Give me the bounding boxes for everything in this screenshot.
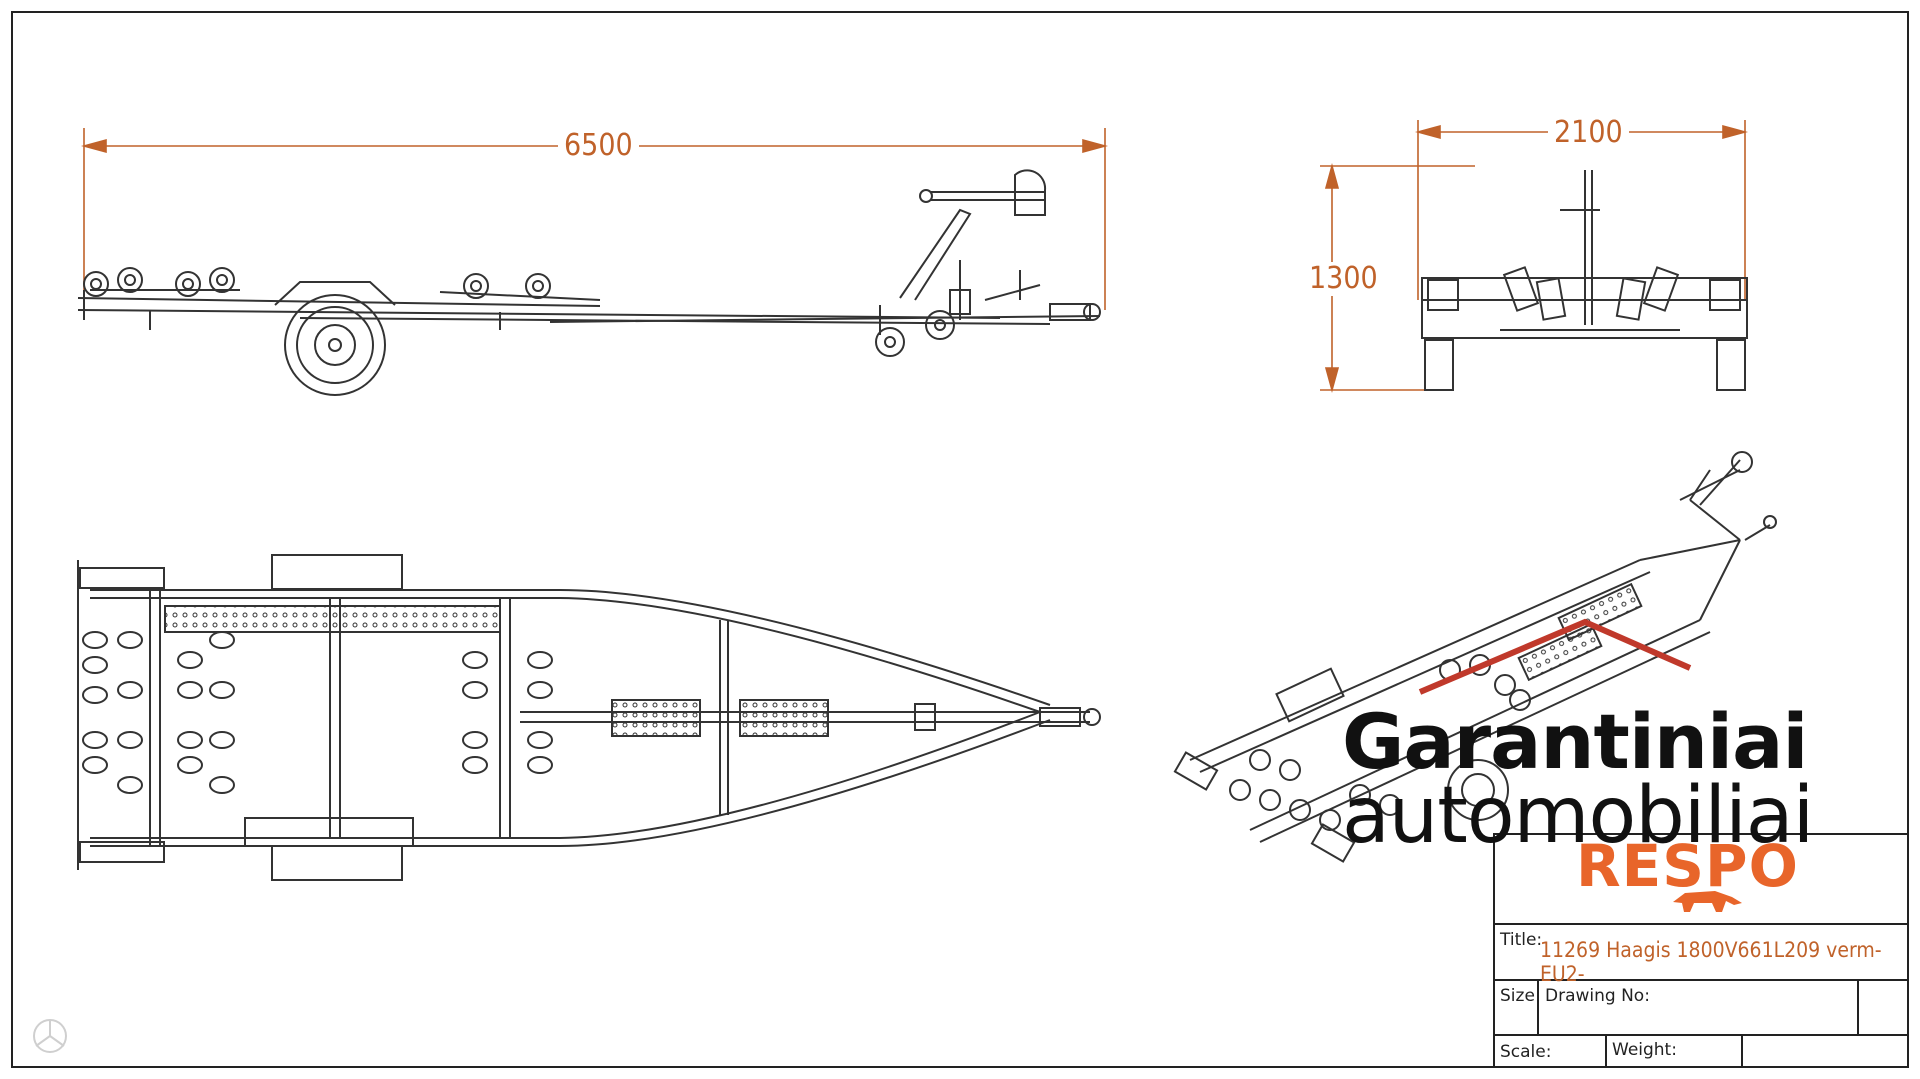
brand-logo: RESPO <box>1576 832 1799 900</box>
drawing-no-label: Drawing No: <box>1545 986 1650 1006</box>
scale-label: Scale: <box>1500 1042 1552 1062</box>
wheel-side <box>284 294 386 396</box>
width-dimension: 2100 <box>1548 116 1629 150</box>
rear-view <box>1320 120 1749 394</box>
respo-animal-logo-icon <box>1673 891 1742 912</box>
sheet-border <box>11 11 1909 1068</box>
watermark-roof-icon <box>1418 618 1692 695</box>
top-view <box>77 554 1101 881</box>
corner-star-emblem-icon <box>33 1019 67 1053</box>
title-label: Title: <box>1500 930 1543 950</box>
weight-label: Weight: <box>1612 1040 1677 1060</box>
drawing-title: 11269 Haagis 1800V661L209 verm-EU2- <box>1540 938 1882 986</box>
watermark-line-1: Garantiniai <box>1342 697 1808 786</box>
watermark-line-2: automobiliai <box>1342 771 1814 861</box>
side-view <box>77 128 1109 396</box>
title-block <box>1493 833 1909 1068</box>
length-dimension: 6500 <box>558 129 639 163</box>
size-label: Size <box>1500 986 1535 1006</box>
height-dimension: 1300 <box>1303 262 1384 296</box>
